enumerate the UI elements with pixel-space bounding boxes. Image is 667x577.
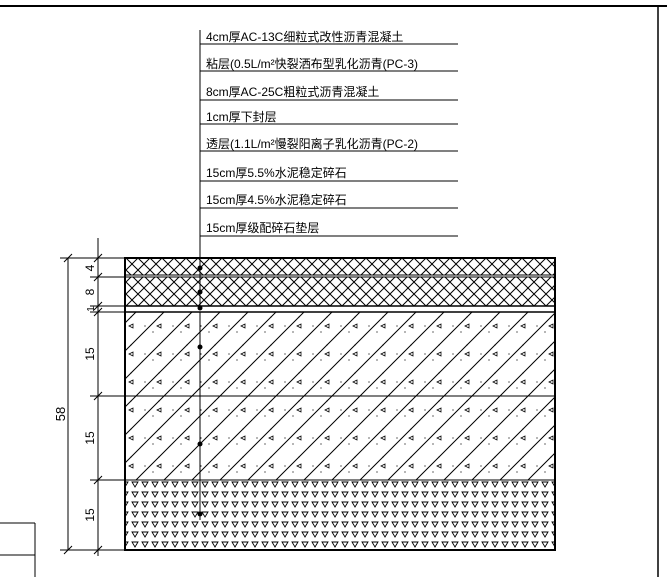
dim-layer-4: 15 bbox=[83, 347, 97, 361]
dim-layer-5: 15 bbox=[83, 431, 97, 445]
layer-middle-ac25c bbox=[124, 276, 556, 307]
dimension-labels: 58 4 8 1 15 15 15 bbox=[53, 264, 97, 521]
dim-layer-1: 4 bbox=[83, 264, 97, 271]
leader-dots bbox=[197, 265, 203, 517]
layer-label-7: 15cm厚4.5%水泥稳定碎石 bbox=[206, 192, 347, 207]
dimension-lines bbox=[60, 238, 125, 556]
layer-label-4: 1cm厚下封层 bbox=[206, 110, 277, 124]
dim-layer-6: 15 bbox=[83, 508, 97, 522]
layer-labels: 4cm厚AC-13C细粒式改性沥青混凝土 粘层(0.5L/m²快裂洒布型乳化沥青… bbox=[206, 29, 418, 235]
layer-surface-ac13c bbox=[124, 257, 556, 276]
layer-base-cement-55 bbox=[124, 311, 556, 397]
layer-label-5: 透层(1.1L/m²慢裂阳离子乳化沥青(PC-2) bbox=[206, 136, 418, 151]
layer-label-1: 4cm厚AC-13C细粒式改性沥青混凝土 bbox=[206, 29, 403, 44]
layer-subbase-gravel bbox=[124, 479, 556, 551]
layer-seal bbox=[124, 305, 556, 313]
layer-base-cement-45 bbox=[124, 395, 556, 481]
dim-layer-2: 8 bbox=[83, 288, 97, 295]
dim-total: 58 bbox=[53, 407, 68, 421]
title-block-fragment bbox=[0, 522, 36, 577]
dim-layer-3: 1 bbox=[86, 306, 97, 312]
pavement-outline bbox=[124, 257, 556, 551]
layer-label-2: 粘层(0.5L/m²快裂洒布型乳化沥青(PC-3) bbox=[206, 56, 418, 71]
layer-label-8: 15cm厚级配碎石垫层 bbox=[206, 220, 319, 235]
layer-label-6: 15cm厚5.5%水泥稳定碎石 bbox=[206, 165, 347, 180]
pavement-section bbox=[124, 257, 556, 551]
layer-label-3: 8cm厚AC-25C粗粒式沥青混凝土 bbox=[206, 84, 379, 99]
